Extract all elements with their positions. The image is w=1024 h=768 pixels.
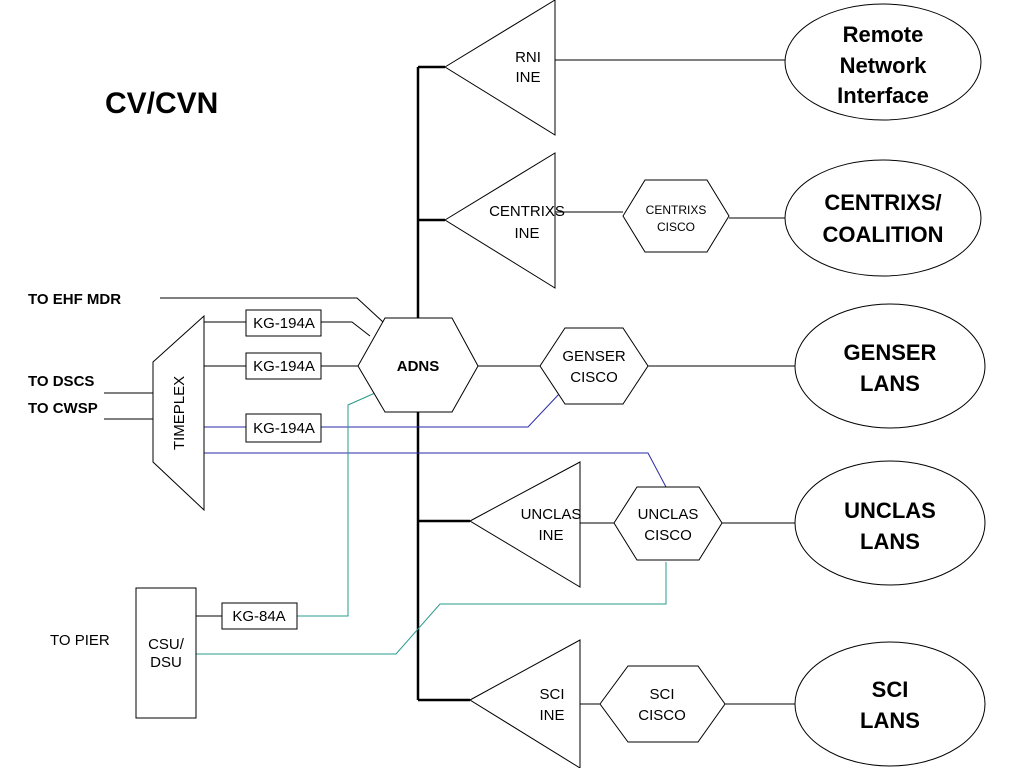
kg-84a-box: KG-84A [221,602,298,630]
sci-ine-label-1: SCI [539,686,564,703]
kg-194a-box-3: KG-194A [245,413,322,443]
unclas-lans-ellipse: UNCLAS LANS [794,460,986,586]
teal-link-csu-unclas [196,562,667,655]
link-ehf-adns [160,297,384,323]
kg-194a-label-1: KG-194A [253,315,315,332]
teal-link-kg84-adns [297,392,376,617]
csu-dsu-box: CSU/ DSU [135,587,197,719]
rni-ine-triangle: RNI INE [444,0,556,136]
sci-ine-triangle: SCI INE [469,639,581,768]
link-kg1-adns [321,321,371,337]
timeplex-mux: TIMEPLEX [152,314,205,512]
centrixs-cisco-label-1: CENTRIXS [646,203,707,217]
genser-cisco-label-1: GENSER [562,348,626,365]
sci-net-label-2: LANS [860,708,920,733]
unclas-cisco-label-2: CISCO [644,527,692,544]
centrixs-cisco-label-2: CISCO [657,220,695,234]
csu-dsu-label-1: CSU/ [148,636,185,653]
genser-net-label-1: GENSER [844,340,937,365]
centrixs-coalition-ellipse: CENTRIXS/ COALITION [784,159,982,277]
kg-84a-label: KG-84A [232,608,285,625]
unclas-ine-triangle: UNCLAS INE [468,461,582,588]
kg-194a-label-2: KG-194A [253,358,315,375]
remote-label-1: Remote [843,22,924,47]
sci-cisco-hexagon: SCI CISCO [599,665,726,743]
sci-lans-ellipse: SCI LANS [794,641,986,767]
genser-lans-ellipse: GENSER LANS [794,303,986,429]
genser-net-label-2: LANS [860,371,920,396]
label-to-dscs: TO DSCS [28,373,94,390]
unclas-net-label-2: LANS [860,529,920,554]
unclas-net-label-1: UNCLAS [844,498,936,523]
connection-lines [104,59,795,705]
csu-dsu-label-2: DSU [150,654,182,671]
unclas-ine-label-2: INE [538,527,563,544]
genser-cisco-hexagon: GENSER CISCO [539,327,649,405]
remote-label-2: Network [840,53,928,78]
sci-net-label-1: SCI [872,677,909,702]
genser-cisco-label-2: CISCO [570,369,618,386]
centrixs-ine-label-1: CENTRIXS [489,203,565,220]
unclas-cisco-label-1: UNCLAS [638,506,699,523]
centrixs-cisco-hexagon: CENTRIXS CISCO [622,179,730,253]
blue-link-kg3-genser [204,392,561,428]
label-to-ehf-mdr: TO EHF MDR [28,291,121,308]
centrixs-net-label-2: COALITION [823,222,944,247]
unclas-ine-label-1: UNCLAS [521,506,582,523]
adns-hexagon: ADNS [357,317,479,413]
kg-194a-box-2: KG-194A [245,352,322,380]
sci-cisco-label-2: CISCO [638,707,686,724]
centrixs-ine-label-2: INE [514,225,539,242]
remote-network-interface-ellipse: Remote Network Interface [784,3,982,121]
sci-cisco-label-1: SCI [649,686,674,703]
unclas-cisco-hexagon: UNCLAS CISCO [613,486,723,561]
label-to-cwsp: TO CWSP [28,400,98,417]
timeplex-label: TIMEPLEX [171,376,188,450]
rni-ine-label-1: RNI [515,49,541,66]
diagram-title: CV/CVN [105,87,218,120]
adns-label: ADNS [397,358,440,375]
label-to-pier: TO PIER [50,632,110,649]
centrixs-net-label-1: CENTRIXS/ [824,190,941,215]
remote-label-3: Interface [837,83,929,108]
centrixs-ine-triangle: CENTRIXS INE [444,152,565,289]
sci-ine-label-2: INE [539,707,564,724]
blue-link-timeplex-unclas [204,452,667,488]
kg-194a-box-1: KG-194A [245,309,322,337]
rni-ine-label-2: INE [515,69,540,86]
kg-194a-label-3: KG-194A [253,420,315,437]
